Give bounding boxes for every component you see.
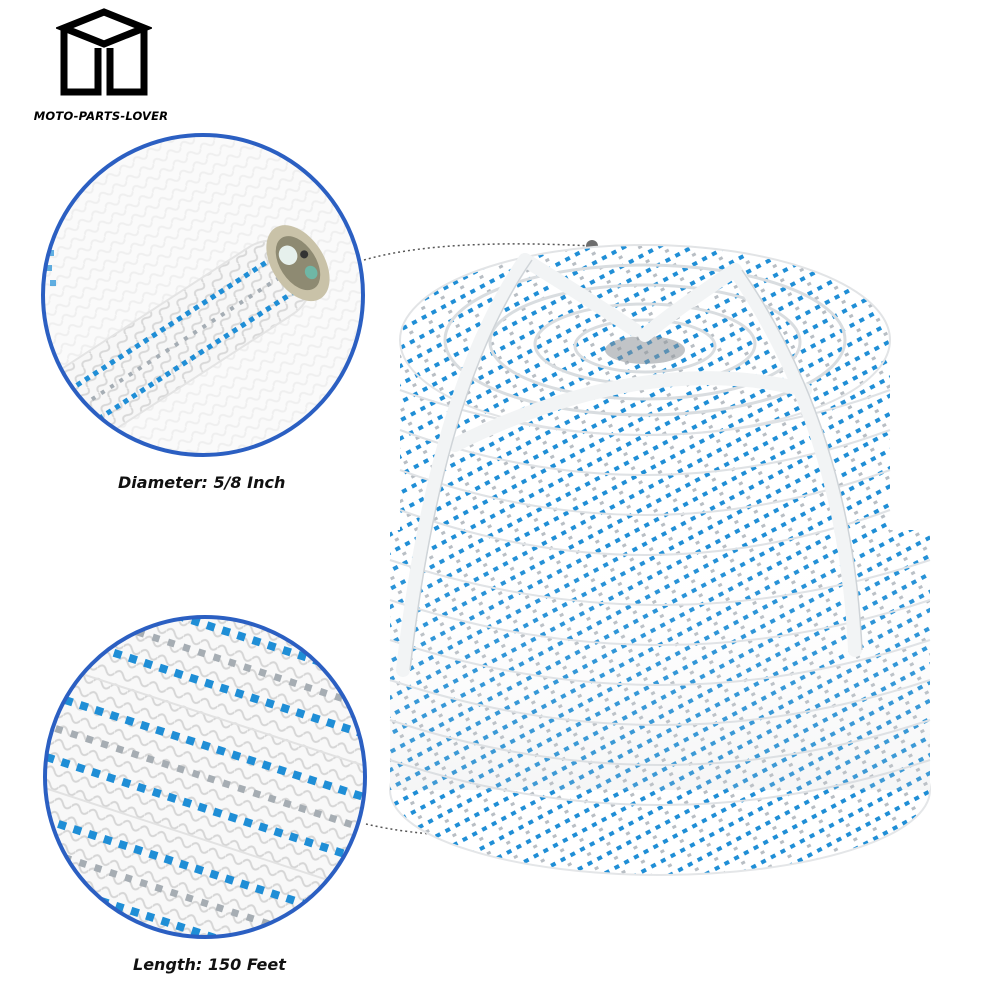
box-logo-icon xyxy=(56,8,152,96)
length-caption: Length: 150 Feet xyxy=(133,955,286,974)
brand-logo: MOTO-PARTS-LOVER xyxy=(6,6,191,126)
diameter-caption: Diameter: 5/8 Inch xyxy=(118,473,286,492)
rope-coil-image xyxy=(389,244,931,876)
rope-weave-zoom-icon xyxy=(43,615,367,939)
brand-name: MOTO-PARTS-LOVER xyxy=(33,109,169,123)
rope-end-zoom-icon xyxy=(41,133,365,457)
